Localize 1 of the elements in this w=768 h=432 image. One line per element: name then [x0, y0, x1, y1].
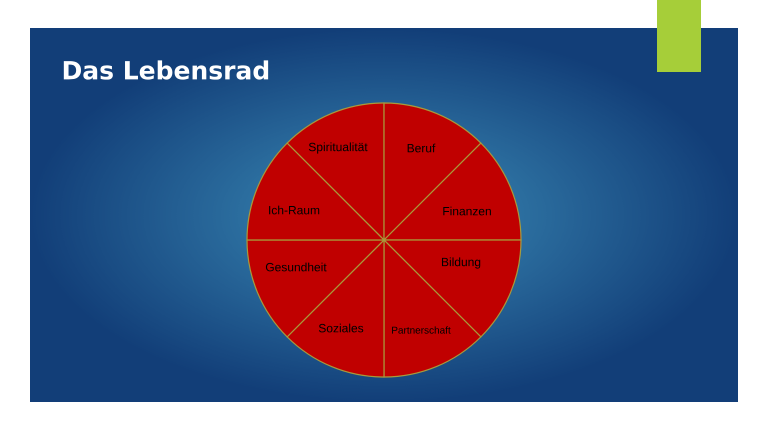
title: Das Lebensrad: [64, 60, 268, 80]
